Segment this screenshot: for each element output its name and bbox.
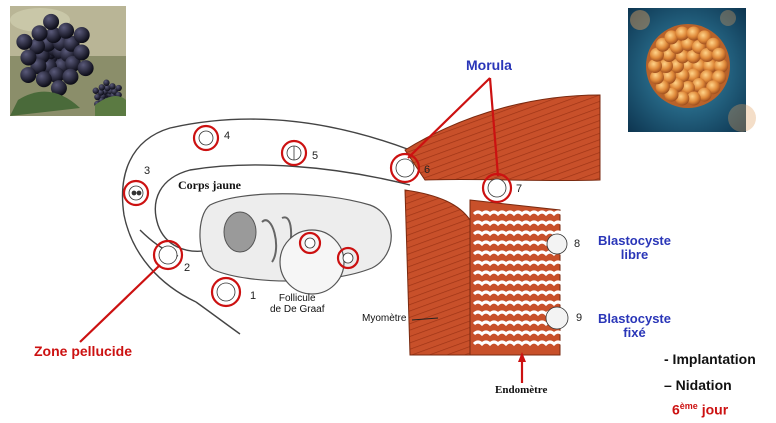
drupelet [58, 23, 74, 39]
drupelet [32, 25, 48, 41]
stage-number-2: 2 [184, 262, 190, 274]
drupelet [20, 67, 36, 83]
stage-number-4: 4 [224, 130, 230, 142]
blastocyste-fixe-line2: fixé [598, 326, 671, 340]
implantation-label: - Implantation [664, 352, 756, 367]
blackberry-photo [10, 6, 126, 116]
drupelet [99, 84, 105, 90]
drupelet [94, 94, 100, 100]
day-number: 6 [672, 402, 680, 418]
endometre-label: Endomètre [495, 384, 547, 396]
day-superscript: ème [680, 401, 698, 411]
drupelet [115, 85, 121, 91]
stage-number-8: 8 [574, 238, 580, 250]
morula-label: Morula [466, 58, 512, 73]
stage-number-1: 1 [250, 290, 256, 302]
stage-number-9: 9 [576, 312, 582, 324]
day-word: jour [702, 402, 728, 418]
blastocyste-fixe-label: Blastocyste fixé [598, 312, 671, 341]
uterus-wall [405, 95, 600, 355]
stage-number-6: 6 [424, 164, 430, 176]
drupelet [16, 34, 32, 50]
drupelet [36, 71, 52, 87]
day-label: 6ème jour [672, 402, 728, 418]
blastocyste-fixe-line1: Blastocyste [598, 312, 671, 326]
stage-number-3: 3 [144, 165, 150, 177]
stage-number-7: 7 [516, 183, 522, 195]
drupelet [20, 50, 36, 66]
drupelet [43, 14, 59, 30]
zone-pellucide-label: Zone pellucide [34, 344, 132, 359]
drupelet [74, 44, 90, 60]
morula-3d-render [628, 8, 756, 132]
follicule-label-line1: Follicule [270, 293, 324, 304]
morula-cell [712, 48, 726, 62]
blastocyste-libre-label: Blastocyste libre [598, 234, 671, 263]
drupelet [103, 80, 109, 86]
nidation-label: – Nidation [664, 378, 732, 393]
drupelet [74, 27, 90, 43]
blastocyste-libre-line2: libre [598, 248, 671, 262]
follicule-label: Follicule de De Graaf [270, 293, 324, 315]
corps-jaune-label: Corps jaune [178, 179, 241, 192]
drupelet [62, 69, 78, 85]
stage-number-5: 5 [312, 150, 318, 162]
myometre-label: Myomètre [362, 313, 406, 324]
drupelet [109, 83, 115, 89]
blastocyste-libre-line1: Blastocyste [598, 234, 671, 248]
follicule-label-line2: de De Graaf [270, 304, 324, 315]
drupelet [93, 88, 99, 94]
drupelet [78, 60, 94, 76]
